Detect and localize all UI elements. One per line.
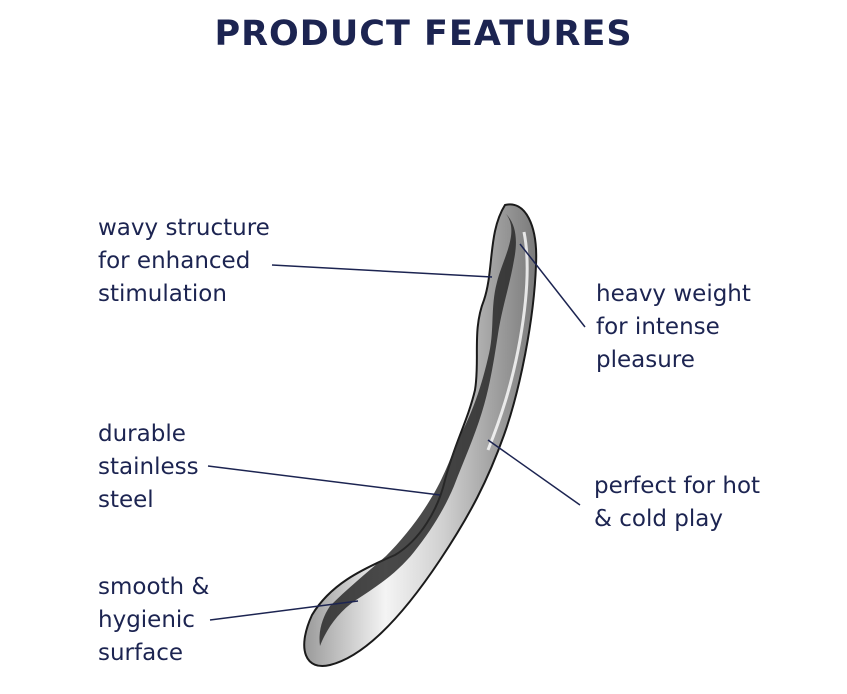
feature-label-wavy: wavy structure for enhanced stimulation (98, 215, 270, 307)
leader-line-steel (207, 465, 441, 496)
feature-label-smooth: smooth & hygienic surface (98, 574, 210, 666)
feature-label-steel: durable stainless steel (98, 421, 199, 513)
leader-line-smooth (209, 600, 359, 621)
leader-line-hotcold (487, 439, 581, 506)
feature-label-weight: heavy weight for intense pleasure (596, 281, 751, 373)
page-title: PRODUCT FEATURES (214, 14, 633, 54)
leader-line-wavy (271, 264, 493, 278)
feature-label-hotcold: perfect for hot & cold play (594, 473, 761, 532)
wand-highlight (486, 231, 529, 451)
leader-line-weight (519, 243, 586, 328)
